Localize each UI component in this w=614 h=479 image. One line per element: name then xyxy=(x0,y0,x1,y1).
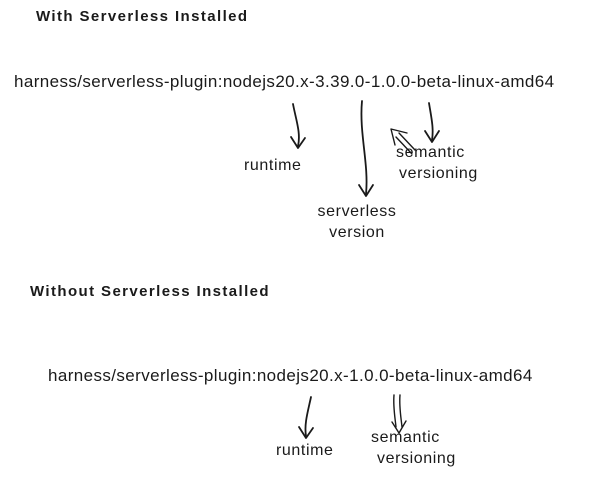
image-tag-without-serverless: harness/serverless-plugin:nodejs20.x-1.0… xyxy=(48,366,533,385)
serverless-version-arrow xyxy=(358,100,374,197)
runtime-arrow-2 xyxy=(298,396,314,439)
serverless-version-label-line2: version xyxy=(329,224,385,241)
runtime-arrow-1 xyxy=(290,103,306,149)
semantic-versioning-label-1-line1: semantic xyxy=(396,144,465,161)
semantic-versioning-label-1-line2: versioning xyxy=(399,165,478,182)
semantic-versioning-label-2-line1: semantic xyxy=(371,429,440,446)
semantic-versioning-label-1: semantic versioning xyxy=(396,142,478,184)
section1-heading: With Serverless Installed xyxy=(36,8,249,25)
runtime-label-2: runtime xyxy=(276,442,334,459)
serverless-version-label-line1: serverless xyxy=(317,203,397,220)
semantic-versioning-arrow-1 xyxy=(424,102,440,143)
section2-heading: Without Serverless Installed xyxy=(30,283,270,300)
semantic-versioning-label-2: semantic versioning xyxy=(371,427,456,469)
image-tag-with-serverless: harness/serverless-plugin:nodejs20.x-3.3… xyxy=(14,72,555,91)
runtime-label-1: runtime xyxy=(244,157,302,174)
semantic-versioning-label-2-line2: versioning xyxy=(377,450,456,467)
serverless-version-label: serverless version xyxy=(305,201,409,243)
